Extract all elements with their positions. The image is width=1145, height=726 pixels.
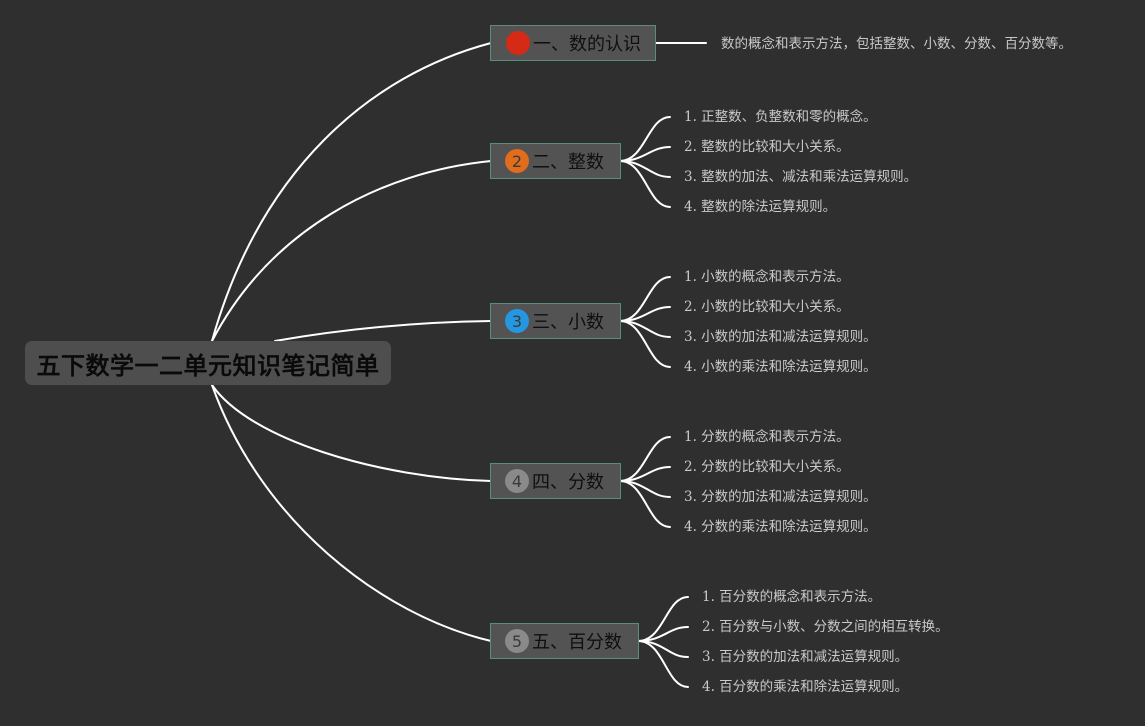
number-badge-icon: 2 <box>505 149 529 173</box>
number-badge-icon: 1 <box>506 31 530 55</box>
topic-label: 二、整数 <box>532 152 604 173</box>
root-link-3 <box>274 320 492 342</box>
detail-item[interactable]: 2. 分数的比较和大小关系。 <box>684 459 850 475</box>
topic-percentages[interactable]: 5 五、百分数 <box>490 623 639 659</box>
root-link-2 <box>211 160 492 342</box>
topic-integers[interactable]: 2 二、整数 <box>490 143 621 179</box>
central-topic[interactable]: 五下数学一二单元知识笔记简单 <box>25 341 391 385</box>
topic-label: 三、小数 <box>532 312 604 333</box>
detail-item[interactable]: 3. 整数的加法、减法和乘法运算规则。 <box>684 169 918 185</box>
root-link-4 <box>211 384 492 482</box>
detail-item[interactable]: 3. 百分数的加法和减法运算规则。 <box>702 649 909 665</box>
detail-item[interactable]: 4. 百分数的乘法和除法运算规则。 <box>702 679 909 695</box>
detail-item[interactable]: 1. 小数的概念和表示方法。 <box>684 269 850 285</box>
detail-item[interactable]: 1. 分数的概念和表示方法。 <box>684 429 850 445</box>
detail-item[interactable]: 4. 小数的乘法和除法运算规则。 <box>684 359 877 375</box>
detail-item[interactable]: 3. 小数的加法和减法运算规则。 <box>684 329 877 345</box>
detail-item[interactable]: 1. 正整数、负整数和零的概念。 <box>684 109 877 125</box>
number-badge-icon: 3 <box>505 309 529 333</box>
number-badge-icon: 5 <box>505 629 529 653</box>
detail-item[interactable]: 4. 整数的除法运算规则。 <box>684 199 837 215</box>
detail-item[interactable]: 4. 分数的乘法和除法运算规则。 <box>684 519 877 535</box>
detail-item[interactable]: 2. 整数的比较和大小关系。 <box>684 139 850 155</box>
topic-decimals[interactable]: 3 三、小数 <box>490 303 621 339</box>
detail-item[interactable]: 3. 分数的加法和减法运算规则。 <box>684 489 877 505</box>
central-topic-label: 五下数学一二单元知识笔记简单 <box>36 351 380 380</box>
topic-label: 五、百分数 <box>532 632 622 653</box>
detail-item[interactable]: 数的概念和表示方法，包括整数、小数、分数、百分数等。 <box>721 36 1072 52</box>
detail-item[interactable]: 2. 小数的比较和大小关系。 <box>684 299 850 315</box>
topic-number-recognition[interactable]: 1 一、数的认识 <box>490 25 656 61</box>
detail-item[interactable]: 2. 百分数与小数、分数之间的相互转换。 <box>702 619 949 635</box>
topic-fractions[interactable]: 4 四、分数 <box>490 463 621 499</box>
root-link-1 <box>211 42 492 342</box>
root-link-5 <box>211 384 492 642</box>
topic-label: 四、分数 <box>532 472 604 493</box>
detail-item[interactable]: 1. 百分数的概念和表示方法。 <box>702 589 882 605</box>
topic-label: 一、数的认识 <box>533 34 641 55</box>
number-badge-icon: 4 <box>505 469 529 493</box>
